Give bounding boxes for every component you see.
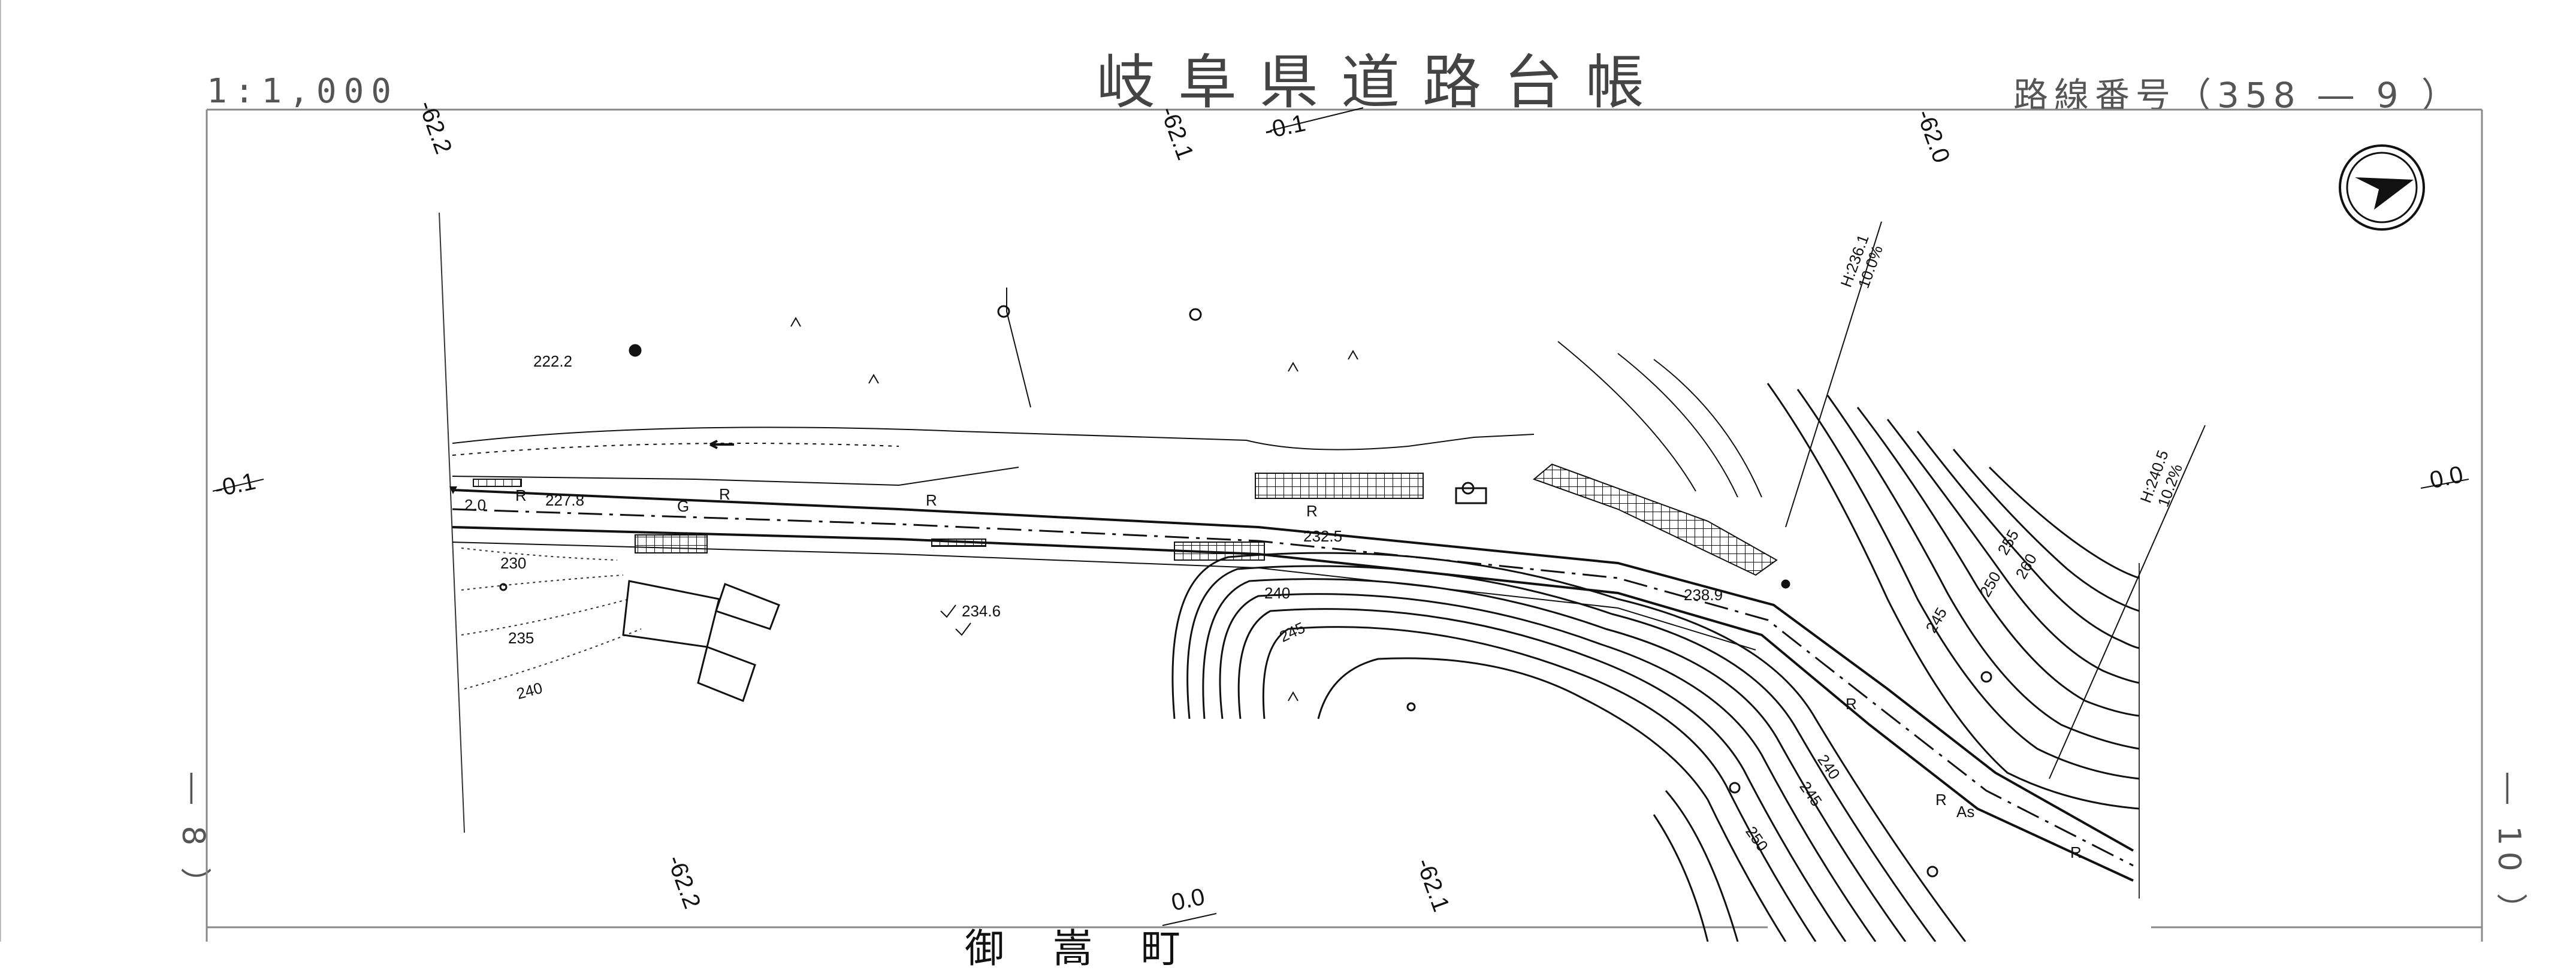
vegetation-marks (790, 316, 1358, 701)
offset-reference-lines (212, 107, 2469, 926)
road-mark: R (1306, 502, 1318, 520)
road-mark: R (1846, 695, 1857, 713)
road-mark: 2.0 (464, 496, 487, 514)
sheet-frame (0, 0, 2483, 942)
spot-elevation: 227.8 (545, 491, 585, 509)
map-drawing (0, 0, 2483, 942)
buildings (622, 487, 1487, 702)
contour-label: 230 (500, 554, 527, 572)
contour-lines-left (461, 548, 642, 689)
spot-elevation: 222.2 (533, 352, 573, 370)
north-arrow-icon (2339, 144, 2425, 231)
map-symbols (499, 305, 1992, 878)
contour-label: 240 (1264, 584, 1291, 602)
road-mark: R (926, 491, 937, 509)
road-mark: R (515, 486, 527, 504)
benchmark-triangle (449, 486, 457, 494)
contour-lines-right (1766, 383, 2140, 810)
road-mark: As (1956, 803, 1975, 821)
direction-arrow (709, 440, 734, 449)
spot-elevation: 232.5 (1303, 527, 1343, 545)
retaining-walls (473, 463, 1778, 576)
map-scale: 1:1,000 (207, 72, 399, 111)
road-mark: G (677, 497, 690, 515)
road-mark: R (2070, 843, 2082, 861)
left-sheet-reference: ― 8 ） (175, 773, 211, 905)
plot-boundary (439, 212, 2140, 899)
contour-label: 235 (508, 629, 534, 647)
road-mark: R (719, 485, 730, 503)
spot-elevation: 234.6 (962, 602, 1001, 620)
road-mark: R (1935, 791, 1947, 809)
spot-elevation: 238.9 (1684, 586, 1723, 604)
right-sheet-reference: ― 10 ） (2491, 773, 2527, 931)
municipality-label: 御 嵩 町 (965, 925, 1198, 972)
road-lines (452, 426, 2134, 882)
page-title: 岐阜県道路台帳 (1097, 49, 1668, 117)
contour-lines (1171, 552, 1967, 942)
slope-lines (1006, 288, 1762, 498)
